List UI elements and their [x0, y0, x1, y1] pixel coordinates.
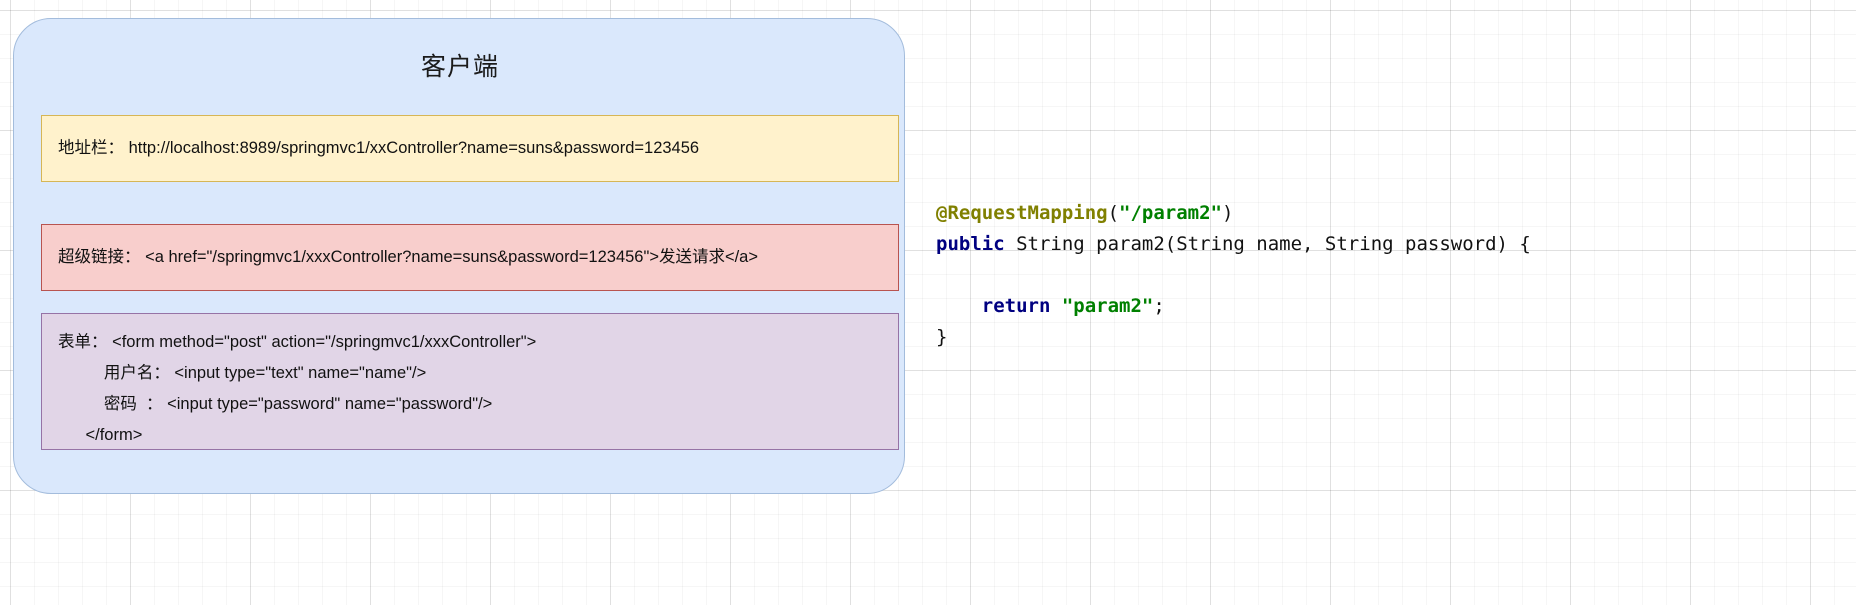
code-token-plain: String param2(String name, String passwo…	[1004, 233, 1531, 255]
note-form[interactable]: 表单： <form method="post" action="/springm…	[41, 313, 899, 450]
code-token-plain: )	[1222, 202, 1234, 224]
note-hyperlink-text: 超级链接： <a href="/springmvc1/xxxController…	[58, 248, 758, 267]
note-form-line-2: 用户名： <input type="text" name="name"/>	[58, 364, 427, 382]
note-hyperlink[interactable]: 超级链接： <a href="/springmvc1/xxxController…	[41, 224, 899, 291]
code-line: return "param2";	[936, 291, 1531, 322]
note-form-line-4: </form>	[58, 426, 143, 444]
code-token-keyword: return	[936, 295, 1051, 317]
java-code-block[interactable]: @RequestMapping("/param2")public String …	[936, 198, 1531, 353]
code-token-plain	[1050, 295, 1061, 317]
code-token-annotation: @RequestMapping	[936, 202, 1108, 224]
code-line: }	[936, 322, 1531, 353]
code-token-string: "param2"	[1061, 295, 1154, 317]
code-line	[936, 260, 1531, 291]
code-line: @RequestMapping("/param2")	[936, 198, 1531, 229]
code-token-plain: (	[1107, 202, 1120, 224]
client-title: 客户端	[420, 52, 499, 81]
code-token-keyword: public	[936, 233, 1005, 255]
note-address-bar[interactable]: 地址栏： http://localhost:8989/springmvc1/xx…	[41, 115, 899, 182]
code-token-plain: }	[936, 326, 948, 348]
code-token-string: "/param2"	[1119, 202, 1222, 224]
note-address-bar-text: 地址栏： http://localhost:8989/springmvc1/xx…	[58, 139, 700, 158]
code-token-plain: ;	[1153, 295, 1165, 317]
code-line: public String param2(String name, String…	[936, 229, 1531, 260]
note-form-line-3: 密码 ： <input type="password" name="passwo…	[58, 395, 493, 413]
note-form-line-1: 表单： <form method="post" action="/springm…	[58, 333, 537, 351]
client-container[interactable]: 客户端 地址栏： http://localhost:8989/springmvc…	[13, 18, 905, 494]
